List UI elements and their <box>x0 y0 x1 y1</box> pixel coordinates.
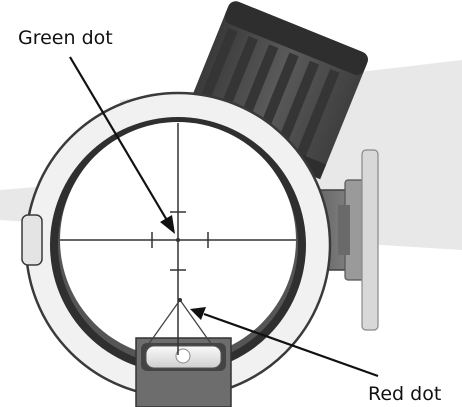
bubble-level-bracket <box>135 337 232 407</box>
green-dot <box>176 238 180 242</box>
left-tab <box>21 214 43 266</box>
callout-arrows <box>69 56 379 378</box>
green-dot-label: Green dot <box>18 27 113 49</box>
red-dot-label: Red dot <box>368 383 442 405</box>
red-dot-lines <box>147 299 213 346</box>
red-dot <box>178 298 182 302</box>
